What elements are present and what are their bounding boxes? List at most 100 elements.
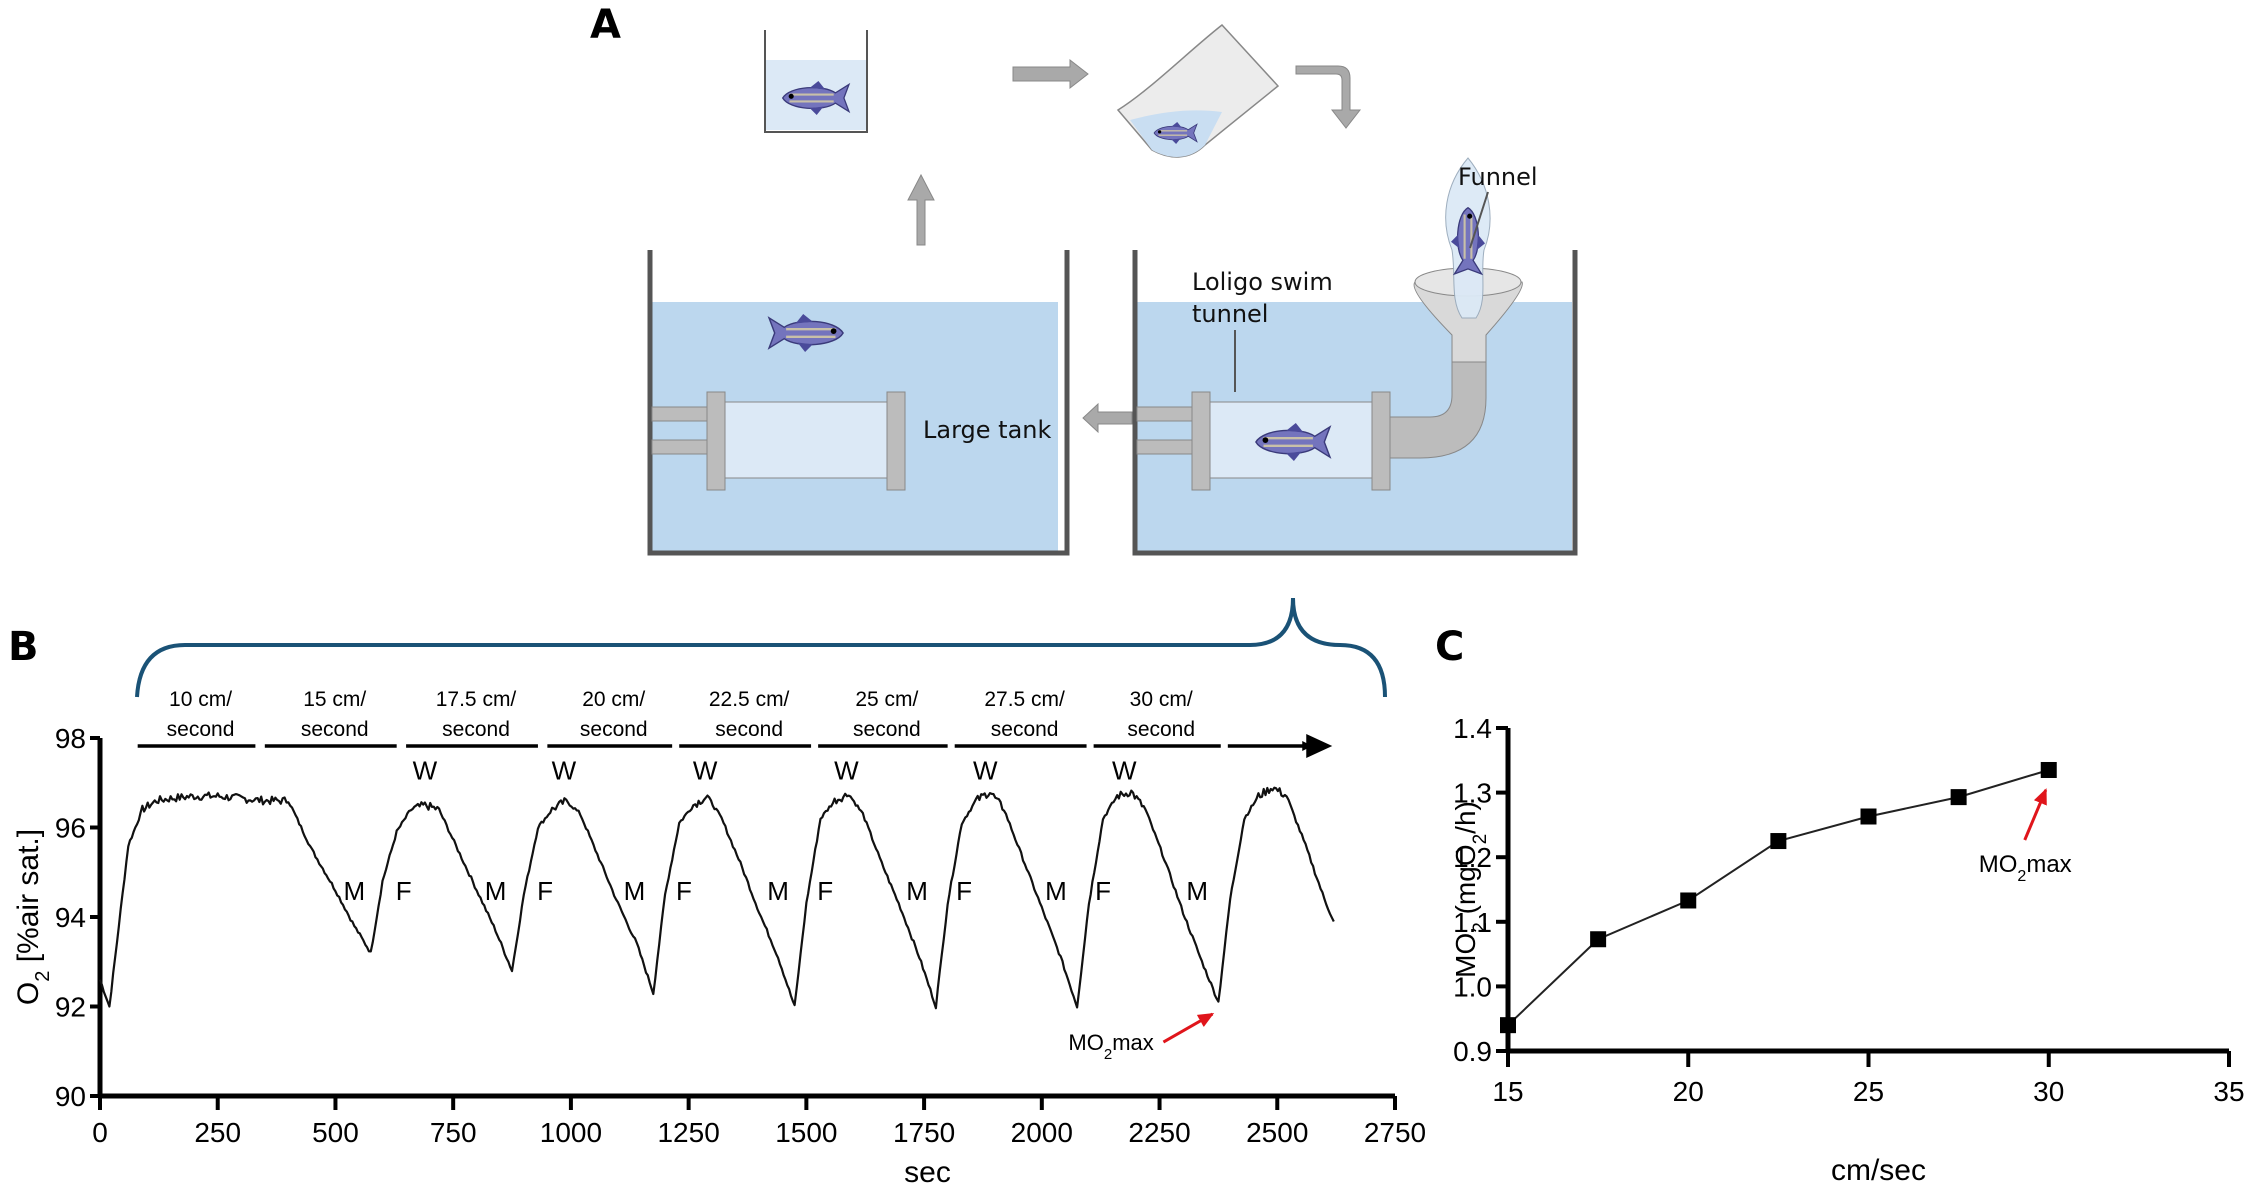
phase-label: F <box>956 876 972 906</box>
arrow-left-icon <box>1082 402 1133 434</box>
phase-label: M <box>485 876 507 906</box>
funnel-label-main: Funnel <box>1458 163 1538 191</box>
top-row <box>764 23 1362 246</box>
mo2max-arrow <box>1162 1012 1215 1044</box>
speed-segment-label-line1: 17.5 cm/ <box>436 688 517 711</box>
panel-a-diagram: A Funnel <box>590 2 621 48</box>
speed-segment-label-line1: 10 cm/ <box>169 688 232 711</box>
tank-left: Large tank <box>647 250 1070 556</box>
speed-segment-label-line1: 27.5 cm/ <box>984 688 1065 711</box>
y-tick-label: 1.0 <box>1453 971 1492 1002</box>
y-tick-label: 92 <box>55 992 86 1023</box>
y-tick-label: 90 <box>55 1081 86 1112</box>
data-point-marker <box>1680 892 1697 909</box>
y-tick-label: 94 <box>55 902 86 933</box>
phase-label: M <box>767 876 789 906</box>
mo2-series-line <box>1507 769 2050 1026</box>
x-tick-label: 2750 <box>1364 1117 1426 1148</box>
mo2max-label: MO2max <box>1979 851 2072 885</box>
x-tick-label: 25 <box>1853 1076 1884 1107</box>
phase-label: W <box>552 755 577 785</box>
panel-b-letter: B <box>8 624 39 670</box>
y-tick-label: 1.1 <box>1453 907 1492 938</box>
funnel-leader <box>1469 191 1489 249</box>
panel-b-chart: B 90 92 94 96 98 0 250 500 750 1000 1250 1500 1750 20… <box>8 597 1426 1189</box>
y-axis-title: MO2 (mgO2/h) <box>1450 801 1491 978</box>
phase-label: W <box>973 755 998 785</box>
y-tick-label: 1.3 <box>1453 778 1492 809</box>
speed-segment-label-line1: 15 cm/ <box>303 688 366 711</box>
phase-label: W <box>834 755 859 785</box>
arrow-right-top-icon <box>1012 58 1089 90</box>
phase-label: M <box>906 876 928 906</box>
speed-segment-label-line1: 25 cm/ <box>855 688 918 711</box>
x-tick-label: 1750 <box>893 1117 955 1148</box>
x-tick-label: 35 <box>2213 1076 2244 1107</box>
speed-segment-label-line2: second <box>167 718 235 741</box>
x-tick-label: 20 <box>1673 1076 1704 1107</box>
phase-label: F <box>676 876 692 906</box>
o2-trace-line <box>98 786 1335 1010</box>
data-point-marker <box>1590 931 1607 948</box>
arrow-up-main-icon <box>907 173 935 246</box>
x-tick-label: 15 <box>1492 1076 1523 1107</box>
x-tick-label: 2000 <box>1011 1117 1073 1148</box>
mo2max-arrow <box>2023 788 2048 841</box>
large-tank-label-main: Large tank <box>923 416 1051 444</box>
data-point-marker <box>1500 1017 1516 1034</box>
speed-segment-label-line2: second <box>853 718 921 741</box>
speed-segment-label-line1: 30 cm/ <box>1130 688 1193 711</box>
phase-label: W <box>1112 755 1137 785</box>
phase-label: F <box>396 876 412 906</box>
mo2max-label: MO2max <box>1068 1030 1153 1063</box>
tank-right: Loligo swim tunnel <box>1132 157 1578 556</box>
x-tick-label: 750 <box>430 1117 477 1148</box>
phase-label: W <box>693 755 718 785</box>
arrow-down-curved-icon <box>1295 65 1362 129</box>
phase-label: M <box>624 876 646 906</box>
x-axis-title: sec <box>904 1156 951 1189</box>
phase-label: F <box>537 876 553 906</box>
speed-segment-label-line2: second <box>442 718 510 741</box>
speed-segment-label-line2: second <box>715 718 783 741</box>
cup-icon <box>1116 23 1280 158</box>
phase-label: F <box>817 876 833 906</box>
brace-connector <box>135 597 1387 698</box>
panel-c-letter: C <box>1435 624 1464 670</box>
speed-segment-label-line1: 22.5 cm/ <box>709 688 790 711</box>
y-tick-label: 98 <box>55 723 86 754</box>
y-axis-title: O2 [%air sat.] <box>12 829 54 1005</box>
data-point-marker <box>2040 761 2057 778</box>
x-tick-label: 250 <box>194 1117 241 1148</box>
y-tick-label: 96 <box>55 813 86 844</box>
speed-segment-label-line2: second <box>580 718 648 741</box>
y-tick-label: 1.4 <box>1453 713 1492 744</box>
phase-label: M <box>1186 876 1208 906</box>
phase-label: M <box>343 876 365 906</box>
data-point-marker <box>1770 833 1787 850</box>
speed-segment-label-line2: second <box>991 718 1059 741</box>
x-tick-label: 1250 <box>657 1117 719 1148</box>
x-tick-label: 1000 <box>540 1117 602 1148</box>
x-tick-label: 1500 <box>775 1117 837 1148</box>
x-tick-label: 2250 <box>1128 1117 1190 1148</box>
pipe-elbow <box>1389 361 1487 459</box>
speed-segment-label-line2: second <box>301 718 369 741</box>
phase-label: W <box>413 755 438 785</box>
data-point-marker <box>1950 789 1967 806</box>
speed-segment-label-line2: second <box>1127 718 1195 741</box>
arrowhead-icon <box>1306 734 1333 758</box>
x-tick-label: 0 <box>92 1117 108 1148</box>
funnel-body <box>1413 281 1523 363</box>
phase-label: M <box>1045 876 1067 906</box>
data-point-marker <box>1860 808 1877 825</box>
x-tick-label: 500 <box>312 1117 359 1148</box>
y-tick-label: 0.9 <box>1453 1036 1492 1067</box>
x-tick-label: 30 <box>2033 1076 2064 1107</box>
speed-segment-label-line1: 20 cm/ <box>582 688 645 711</box>
phase-label: F <box>1095 876 1111 906</box>
x-axis-title: cm/sec <box>1831 1154 1926 1187</box>
panel-a-letter: A <box>590 2 621 48</box>
